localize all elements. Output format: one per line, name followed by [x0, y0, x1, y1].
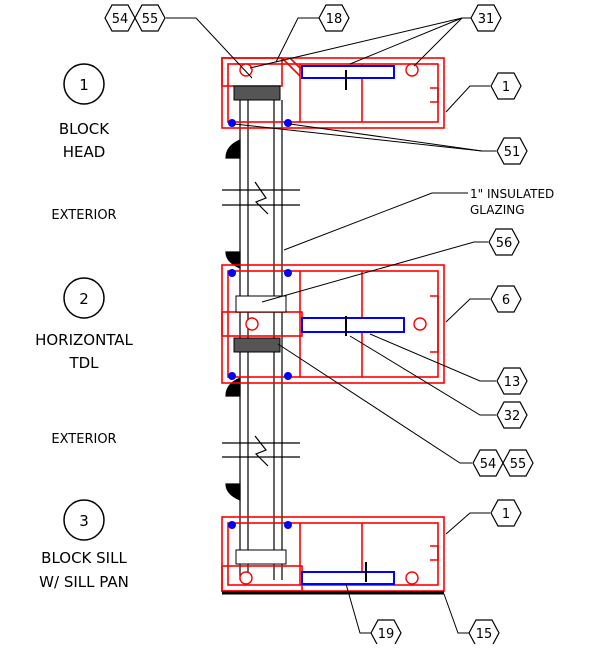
sill-screw-left — [239, 571, 253, 585]
callout-hexagon-c6 — [490, 285, 522, 313]
callout-hexagon-c18 — [318, 4, 350, 32]
tdl-thermal-break — [301, 317, 405, 333]
callout-hexagon-c51 — [496, 137, 528, 165]
callout-number-c6: 6 — [502, 293, 510, 308]
tdl-gasket-ext-bottom — [228, 372, 236, 380]
head-gasket-ext — [228, 119, 236, 127]
section-3-title-line2: W/ SILL PAN — [39, 573, 129, 591]
head-screw-left — [239, 63, 253, 77]
sill-screw-right — [405, 571, 419, 585]
section-1-legend: 1 BLOCK HEAD — [59, 63, 110, 161]
tdl-gasket-int-top — [284, 269, 292, 277]
callout-hexagon-c1a — [490, 72, 522, 100]
exterior-label-1: EXTERIOR — [51, 208, 116, 223]
callout-tags: 54 55 18 31 1 51 56 6 13 32 54 55 1 19 15 — [104, 4, 534, 647]
callout-number-c31: 31 — [478, 12, 495, 27]
head-thermal-break — [301, 65, 395, 79]
callout-hexagon-c32 — [496, 401, 528, 429]
callout-number-c55a: 55 — [142, 12, 159, 27]
callout-number-c55b: 55 — [510, 457, 527, 472]
head-gasket-int — [284, 119, 292, 127]
section-3-title-line1: BLOCK SILL — [41, 549, 127, 567]
tdl-spacer — [235, 295, 287, 313]
callout-number-c1a: 1 — [502, 80, 510, 95]
callout-number-c56: 56 — [496, 236, 513, 251]
callout-hexagon-c31 — [470, 4, 502, 32]
section-2-title-line1: HORIZONTAL — [35, 331, 133, 349]
glazing-note-line2: GLAZING — [470, 203, 525, 217]
exterior-label-2: EXTERIOR — [51, 432, 116, 447]
callout-hexagon-c1b — [490, 499, 522, 527]
section-1-number: 1 — [79, 76, 89, 94]
sill-gasket-ext — [228, 521, 236, 529]
callout-number-c15: 15 — [476, 627, 493, 642]
callout-hexagon-c55b — [502, 449, 534, 477]
section-2-circle — [63, 277, 105, 319]
callout-number-c54a: 54 — [112, 12, 129, 27]
callout-number-c18: 18 — [326, 12, 343, 27]
section-1-title-line2: HEAD — [63, 143, 106, 161]
leader-lines — [166, 17, 496, 634]
tdl-gasket-int-bottom — [284, 372, 292, 380]
section-3-legend: 3 BLOCK SILL W/ SILL PAN — [39, 499, 129, 591]
tdl-screw-right — [413, 317, 427, 331]
section-2-title-line2: TDL — [68, 354, 99, 372]
sill-setting-block — [235, 549, 287, 565]
callout-number-c19: 19 — [378, 627, 395, 642]
sill-thermal-break — [301, 571, 395, 585]
callout-number-c13: 13 — [504, 375, 521, 390]
callout-number-c54b: 54 — [480, 457, 497, 472]
section-1-title-line1: BLOCK — [59, 120, 110, 138]
tdl-setting-block — [233, 337, 281, 353]
section-3-number: 3 — [79, 512, 89, 530]
section-1-circle — [63, 63, 105, 105]
tdl-gasket-ext-top — [228, 269, 236, 277]
callout-hexagon-c55a — [134, 4, 166, 32]
head-setting-block — [233, 85, 281, 101]
sill-gasket-int — [284, 521, 292, 529]
section-3-circle — [63, 499, 105, 541]
head-screw-right — [405, 63, 419, 77]
callout-hexagon-c56 — [488, 228, 520, 256]
callout-hexagon-c13 — [496, 367, 528, 395]
glazing-note-line1: 1" INSULATED — [470, 187, 554, 201]
callout-number-c1b: 1 — [502, 507, 510, 522]
section-2-legend: 2 HORIZONTAL TDL — [35, 277, 134, 372]
tdl-screw-left — [245, 317, 259, 331]
callout-number-c51: 51 — [504, 145, 521, 160]
callout-number-c32: 32 — [504, 409, 521, 424]
section-2-number: 2 — [79, 290, 89, 308]
